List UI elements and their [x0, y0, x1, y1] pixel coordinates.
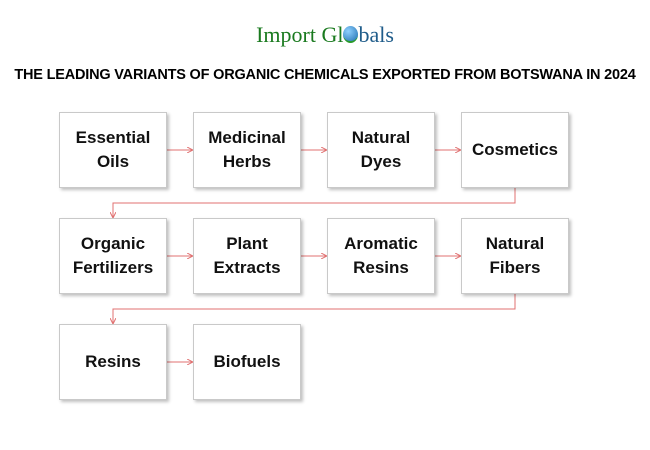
logo: Import Gl bals: [0, 22, 650, 48]
box-label: Plant: [226, 234, 268, 253]
box-label: Medicinal: [208, 128, 286, 147]
flow-box: Resins: [59, 324, 167, 400]
page-title: THE LEADING VARIANTS OF ORGANIC CHEMICAL…: [14, 67, 636, 83]
box-label: Natural: [485, 234, 545, 253]
arrow-wrap: [113, 188, 516, 217]
box-label: Fibers: [489, 258, 541, 277]
box-label: Aromatic: [344, 234, 418, 253]
box-label: Oils: [96, 152, 130, 171]
flow-box: Cosmetics: [461, 112, 569, 188]
box-label: Herbs: [222, 152, 272, 171]
box-label: Biofuels: [213, 352, 281, 371]
arrow-wrap: [113, 294, 516, 323]
logo-text-end: bals: [358, 22, 394, 47]
box-label: Resins: [353, 258, 409, 277]
box-label: Dyes: [360, 152, 402, 171]
box-label: Extracts: [213, 258, 281, 277]
logo-text: Import Gl: [256, 22, 344, 47]
box-label: Fertilizers: [72, 258, 154, 277]
box-label: Resins: [85, 352, 141, 371]
box-label: Cosmetics: [472, 140, 558, 159]
box-label: Natural: [351, 128, 411, 147]
box-label: Essential: [75, 128, 151, 147]
globe-icon: [343, 26, 359, 43]
flow-box: Biofuels: [193, 324, 301, 400]
box-label: Organic: [80, 234, 146, 253]
